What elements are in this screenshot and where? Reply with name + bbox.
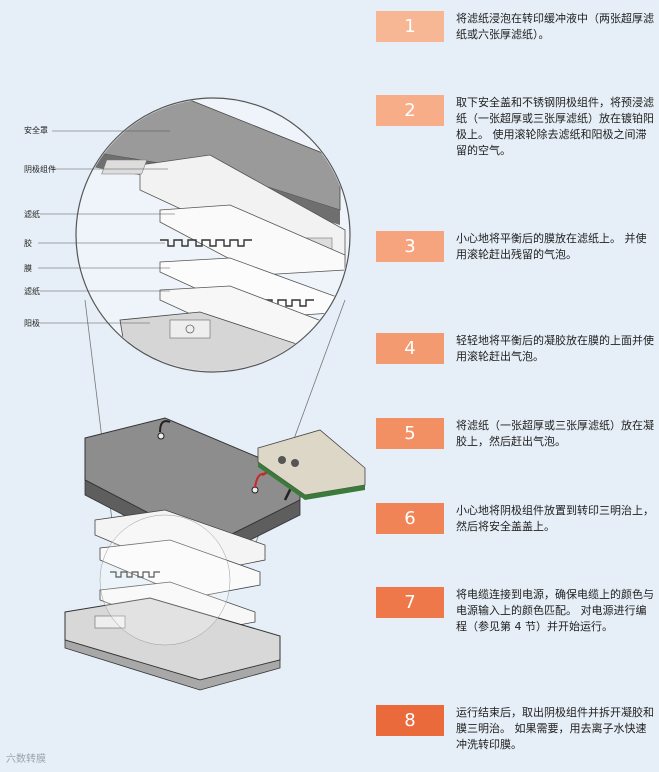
step-1: 1 将滤纸浸泡在转印缓冲液中（两张超厚滤纸或六张厚滤纸）。 <box>376 11 656 71</box>
step-6: 6 小心地将阴极组件放置到转印三明治上，然后将安全盖盖上。 <box>376 503 656 563</box>
zoom-source-circle <box>99 514 231 646</box>
label-cathode-assembly: 阴极组件 <box>24 165 56 174</box>
step-7: 7 将电缆连接到电源，确保电缆上的颜色与电源输入上的颜色匹配。 对电源进行编程（… <box>376 587 656 647</box>
step-8: 8 运行结束后，取出阴极组件并拆开凝胶和膜三明治。 如果需要，用去离子水快速冲洗… <box>376 705 656 765</box>
exploded-assembly <box>64 417 366 691</box>
step-text: 将电缆连接到电源，确保电缆上的颜色与电源输入上的颜色匹配。 对电源进行编程（参见… <box>456 588 654 633</box>
step-5: 5 将滤纸（一张超厚或三张厚滤纸）放在凝胶上，然后赶出气泡。 <box>376 418 656 478</box>
step-text: 取下安全盖和不锈钢阴极组件，将预浸滤纸（一张超厚或三张厚滤纸）放在镀铂阳极上。 … <box>456 96 654 157</box>
label-leader-lines <box>38 130 175 324</box>
step-badge: 2 <box>376 95 444 126</box>
step-3: 3 小心地将平衡后的膜放在滤纸上。 并使用滚轮赶出残留的气泡。 <box>376 231 656 291</box>
step-badge: 6 <box>376 503 444 534</box>
step-badge: 4 <box>376 333 444 364</box>
label-membrane: 膜 <box>24 264 32 273</box>
label-gel: 胶 <box>24 239 32 248</box>
step-text: 小心地将阴极组件放置到转印三明治上，然后将安全盖盖上。 <box>456 504 654 533</box>
label-filter-paper-top: 滤纸 <box>24 210 40 219</box>
label-filter-paper-bottom: 滤纸 <box>24 287 40 296</box>
label-safety-cover: 安全罩 <box>24 126 48 135</box>
step-text: 运行结束后，取出阴极组件并拆开凝胶和膜三明治。 如果需要，用去离子水快速冲洗转印… <box>456 706 654 751</box>
step-badge: 8 <box>376 705 444 736</box>
blot-apparatus-diagram <box>38 97 366 691</box>
magnifier-circle <box>75 97 351 373</box>
step-2: 2 取下安全盖和不锈钢阴极组件，将预浸滤纸（一张超厚或三张厚滤纸）放在镀铂阳极上… <box>376 95 656 157</box>
step-text: 轻轻地将平衡后的凝胶放在膜的上面并使用滚轮赶出气泡。 <box>456 334 654 363</box>
step-badge: 3 <box>376 231 444 262</box>
step-text: 将滤纸浸泡在转印缓冲液中（两张超厚滤纸或六张厚滤纸）。 <box>456 12 654 41</box>
step-text: 小心地将平衡后的膜放在滤纸上。 并使用滚轮赶出残留的气泡。 <box>456 232 647 261</box>
step-badge: 7 <box>376 587 444 618</box>
label-anode: 阳极 <box>24 319 40 328</box>
step-4: 4 轻轻地将平衡后的凝胶放在膜的上面并使用滚轮赶出气泡。 <box>376 333 656 393</box>
step-badge: 1 <box>376 11 444 42</box>
step-badge: 5 <box>376 418 444 449</box>
watermark: 六数转膜 <box>6 754 46 765</box>
step-text: 将滤纸（一张超厚或三张厚滤纸）放在凝胶上，然后赶出气泡。 <box>456 419 654 448</box>
